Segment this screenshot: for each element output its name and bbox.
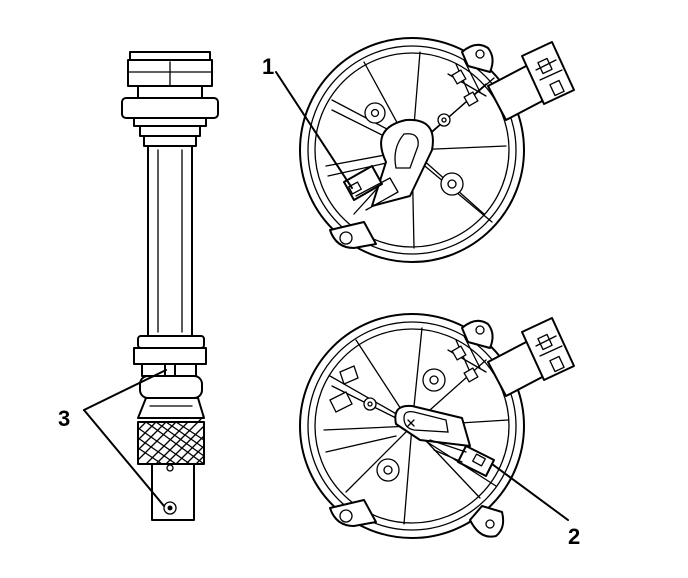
wiring-connector-bottom — [487, 317, 575, 397]
callout-leaders — [83, 71, 569, 521]
leader-line-3a — [83, 369, 167, 411]
distributor-housing-bottom — [299, 313, 575, 539]
callout-3: 3 — [58, 406, 70, 431]
callout-1: 1 — [262, 54, 274, 79]
pickup-module-bottom — [429, 439, 495, 477]
distributor-housing-top — [299, 37, 575, 263]
leader-line-1 — [275, 71, 353, 189]
drive-gear — [137, 415, 205, 465]
distributor-shaft — [121, 51, 219, 521]
wiring-connector-top — [487, 41, 575, 121]
callout-2: 2 — [568, 524, 580, 549]
leader-line-2 — [491, 463, 569, 521]
leader-line-3b — [83, 409, 165, 507]
pickup-module-top — [343, 165, 399, 211]
